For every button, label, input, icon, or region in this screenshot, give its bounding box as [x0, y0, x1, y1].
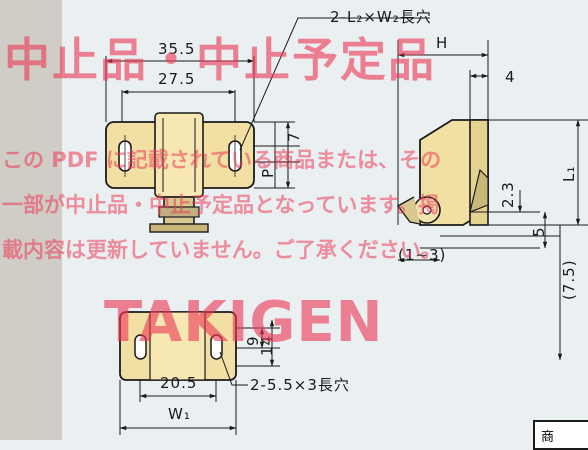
dim-W1: W₁	[168, 405, 191, 423]
table-header-box: 商	[533, 420, 588, 450]
bottom-dimension-lines	[119, 319, 280, 435]
table-header-text: 商	[541, 430, 555, 445]
technical-drawing	[105, 17, 588, 435]
watermark-line-1: この PDF に記載されている商品または、その	[2, 148, 442, 172]
dim-H: H	[436, 34, 449, 52]
scan-edge-band	[0, 0, 62, 440]
dim-20-5: 20.5	[160, 374, 198, 392]
watermark-brand: TAKIGEN	[104, 290, 384, 355]
dim-L1: L₁	[560, 165, 578, 182]
watermark-line-3: 載内容は更新していません。ご了承ください。	[2, 238, 442, 262]
side-dimension-lines	[397, 40, 588, 361]
dim-7-5: (7.5)	[560, 259, 578, 300]
dim-range: (1~3)	[398, 246, 447, 264]
dim-5: 5	[530, 226, 548, 237]
bottom-view-plate	[119, 311, 237, 381]
bottom-slot-right	[210, 334, 223, 360]
bottom-slot-left	[134, 334, 147, 360]
dim-7: 7	[285, 131, 303, 142]
slot-label-bottom: 2-5.5×3長穴	[250, 376, 350, 394]
dim-27-5: 27.5	[158, 70, 196, 88]
slot-label-top: 2-L₂×W₂長穴	[330, 8, 432, 26]
watermark-headline: 中止品・中止予定品	[4, 33, 436, 87]
watermark-line-2: 一部が中止品・中止予定品となっています。掲	[2, 193, 440, 217]
dim-35-5: 35.5	[158, 40, 196, 58]
dim-4: 4	[505, 68, 516, 86]
side-view-catch	[396, 119, 489, 226]
top-dimension-lines	[105, 17, 430, 189]
top-view-catch	[105, 112, 255, 233]
dim-2-3: 2.3	[499, 181, 517, 208]
